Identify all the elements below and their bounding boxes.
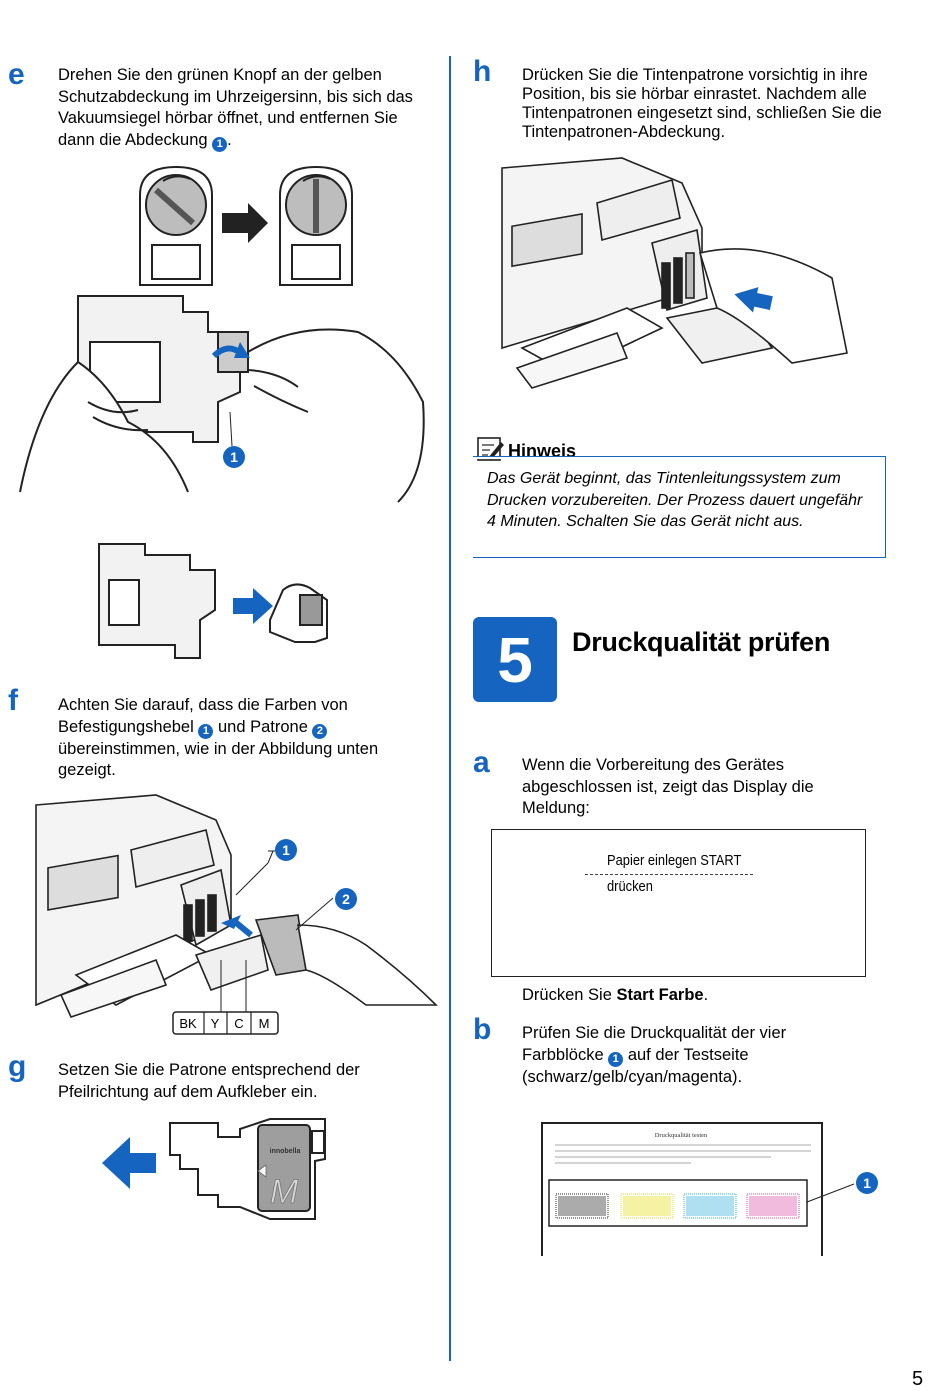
step-e-end: . [227,130,232,149]
step-letter-e: e [8,58,25,91]
callout-badge: 2 [342,891,350,907]
step-f-text-2: und Patrone [217,717,308,736]
callout-badge: 1 [212,136,228,152]
knob-rotation-illustration [139,165,353,286]
page-number: 5 [912,1368,924,1390]
lcd-line-1: Papier einlegen START [607,852,742,869]
column-divider [449,56,451,1361]
hint-box [473,456,886,558]
section-title: Druckqualität prüfen [572,627,831,657]
color-label-bk: BK [179,1016,197,1031]
press-start-instruction: Drücken Sie Start Farbe. [522,985,708,1007]
lcd-message-box: Papier einlegen START drücken [491,829,866,977]
sub-step-b-text-1: Prüfen Sie die Druckqualität der vier Fa… [522,1024,787,1064]
lcd-dashed-separator [585,874,753,875]
callout-badge: 1 [608,1051,624,1067]
sub-step-b-text: Prüfen Sie die Druckqualität der vier Fa… [522,1023,842,1088]
printer-color-labels-illustration: 1 2 BK Y C M [35,794,438,1035]
hint-text: Das Gerät beginnt, das Tintenleitungssys… [487,470,863,530]
section-number-badge: 5 [473,617,557,702]
color-label-m: M [259,1016,270,1031]
color-label-c: C [234,1016,243,1031]
step-e-text: Drehen Sie den grünen Knopf an der gelbe… [58,65,428,152]
cartridge-direction-illustration: innobella M [102,1118,326,1220]
callout-badge: 1 [198,723,214,739]
cartridge-letter: M [270,1173,299,1211]
step-letter-f: f [8,684,18,717]
callout-badge: 1 [863,1175,871,1191]
cartridge-cap-illustration [98,543,328,659]
lcd-line-2: drücken [607,878,653,895]
callout-badge: 1 [230,449,238,465]
step-g-text: Setzen Sie die Patrone entsprechend der … [58,1061,360,1101]
pencil-note-icon [477,437,504,461]
step-letter-g: g [8,1050,27,1083]
remove-cap-illustration: 1 [19,295,425,503]
step-letter-h: h [473,55,492,88]
step-f-text-3: übereinstimmen, wie in der Abbildung unt… [58,739,379,780]
test-page-title: Druckqualität testen [655,1132,708,1139]
press-prefix: Drücken Sie [522,986,617,1004]
callout-badge: 2 [312,723,328,739]
sub-step-letter-b: b [473,1013,492,1046]
step-e-body: Drehen Sie den grünen Knopf an der gelbe… [58,66,413,149]
test-page-illustration: Druckqualität testen 1 [541,1122,878,1256]
sub-step-a-text: Wenn die Vorbereitung des Gerätes abgesc… [522,756,814,817]
sub-step-letter-a: a [473,746,490,779]
step-f-text-1: Achten Sie darauf, dass die Farben von B… [58,696,348,736]
cartridge-brand: innobella [270,1148,301,1155]
printer-close-cover-illustration [501,157,848,389]
color-label-y: Y [211,1016,220,1031]
start-color-key: Start Farbe [616,986,704,1004]
callout-badge: 1 [282,842,290,858]
press-suffix: . [703,986,709,1004]
step-f-text: Achten Sie darauf, dass die Farben von B… [58,695,418,782]
sub-step-b-text-2: auf der Testseite (schwarz/gelb/cyan/mag… [522,1045,749,1086]
step-h-text: Drücken Sie die Tintenpatrone vorsichtig… [522,66,882,141]
